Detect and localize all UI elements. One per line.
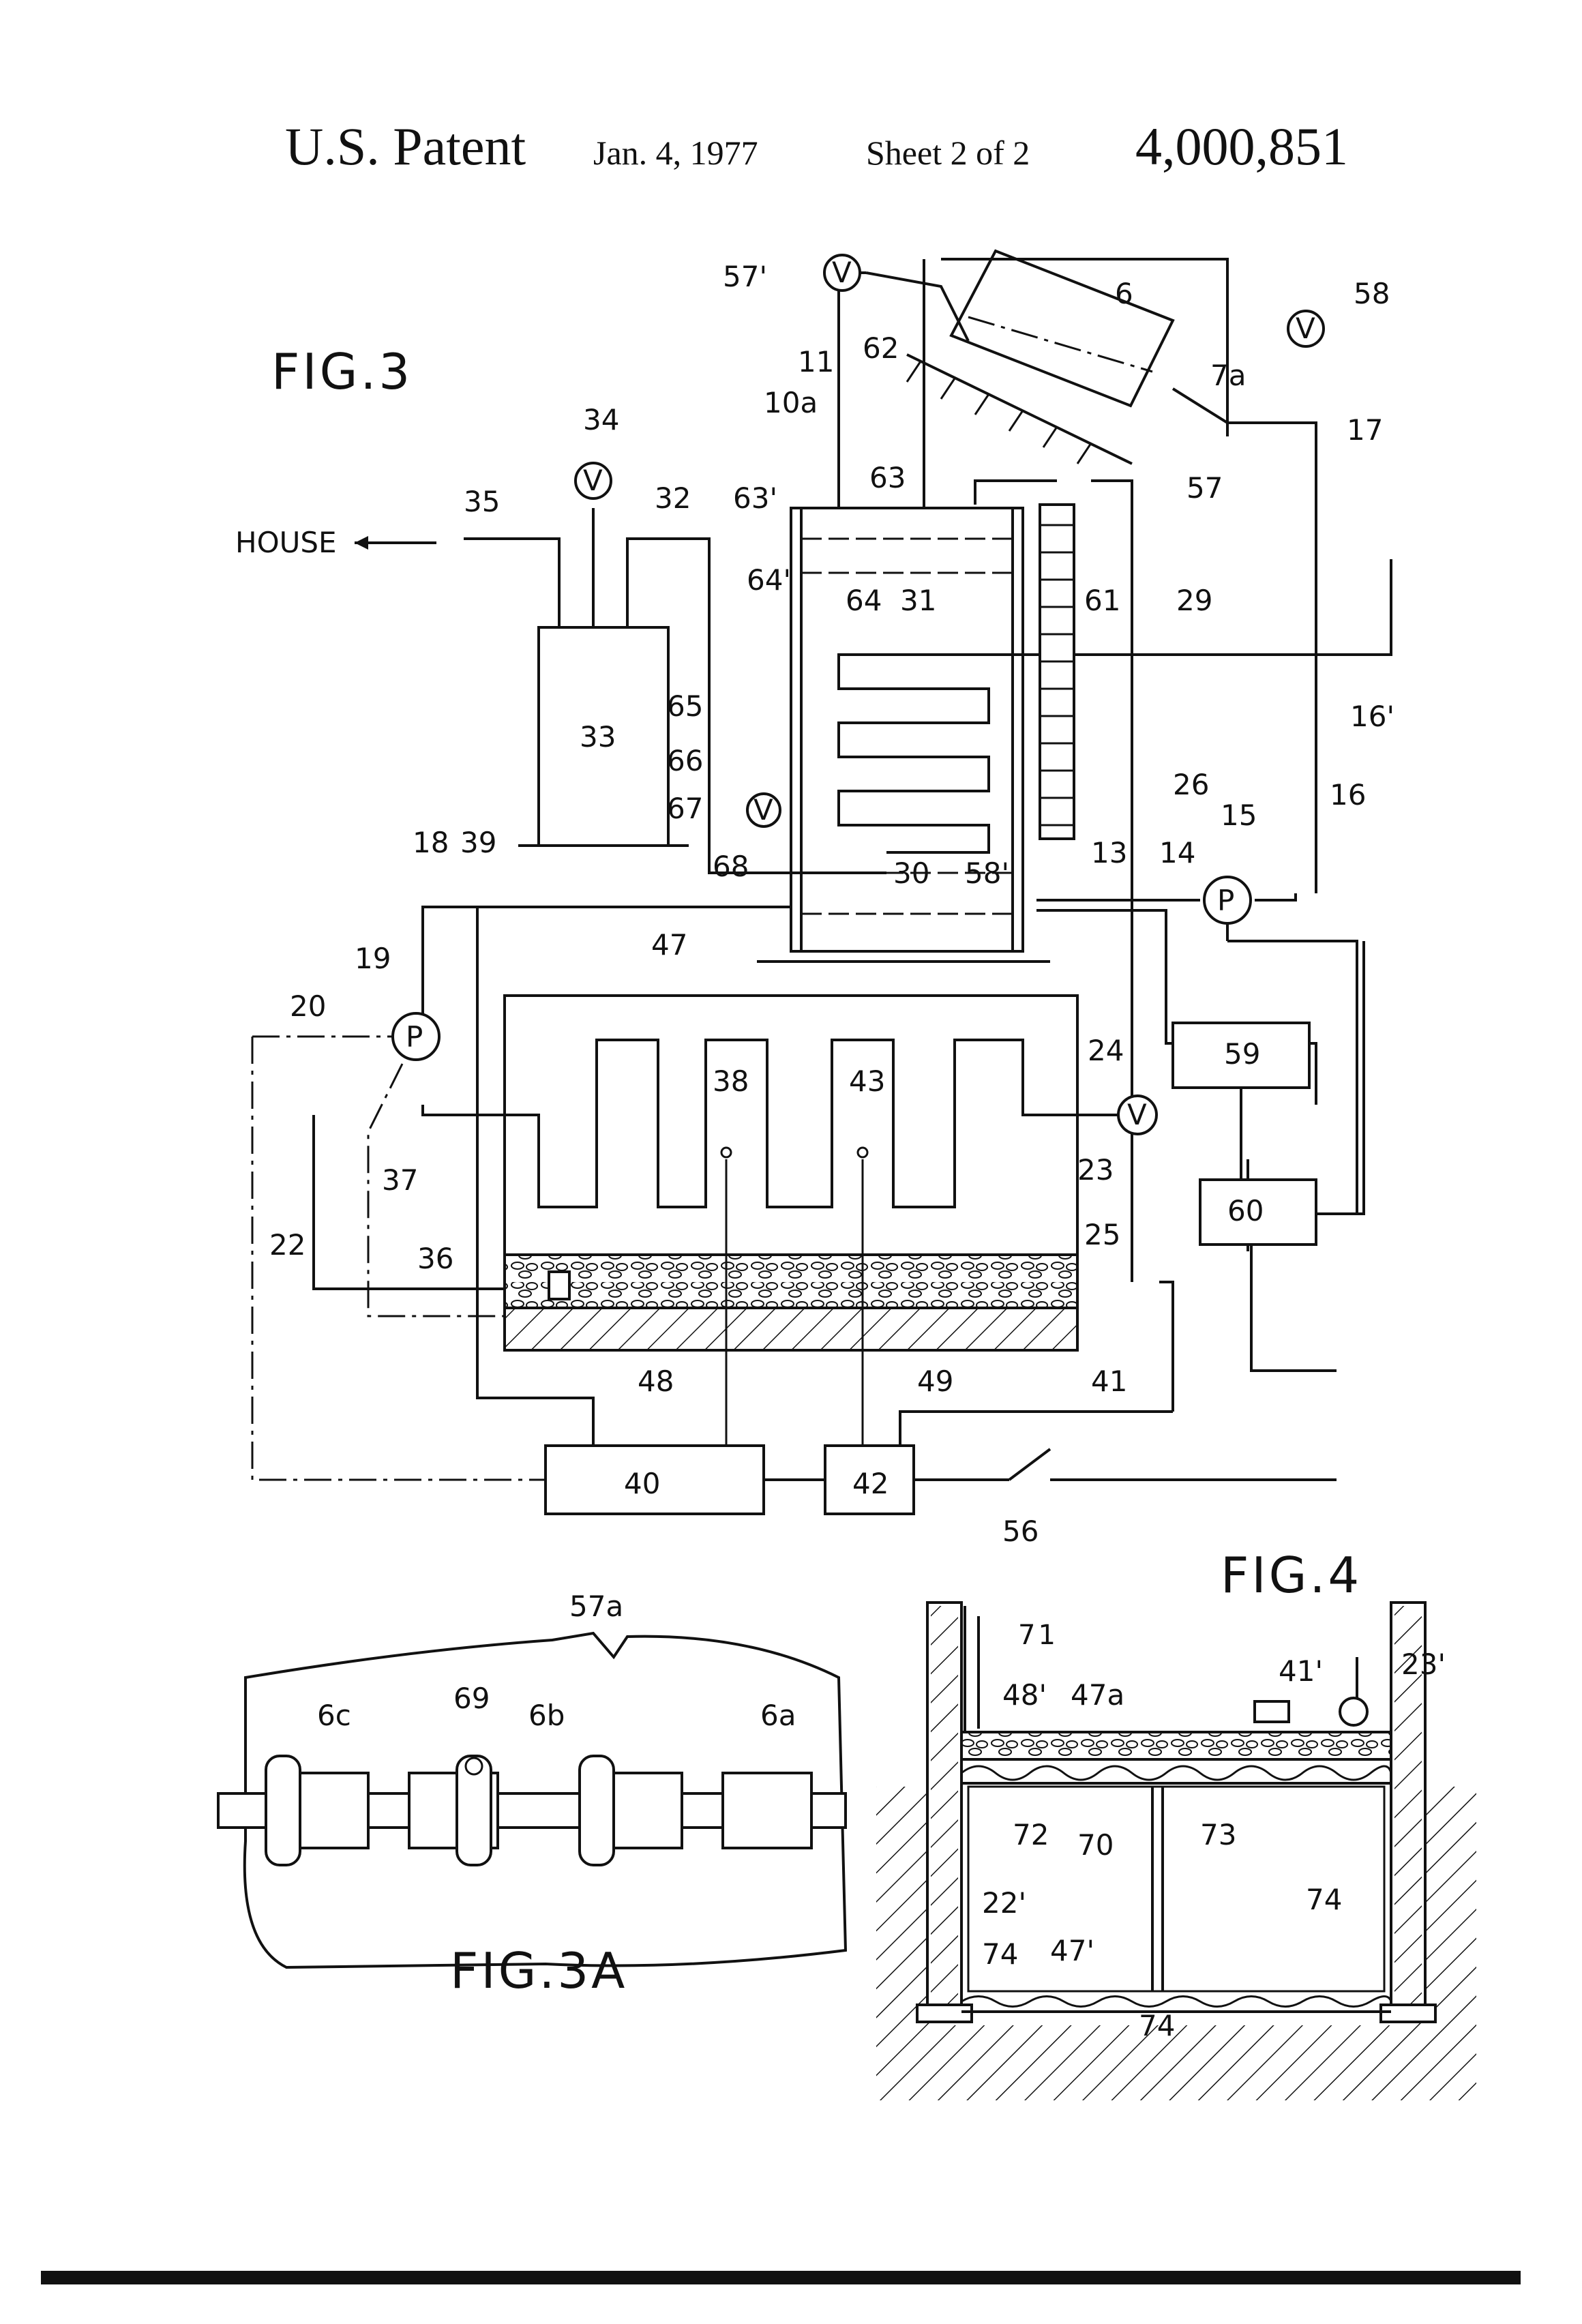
label-59: 59 (1224, 1037, 1260, 1071)
fig3-title: FIG.3 (271, 343, 413, 400)
label-6a: 6a (760, 1699, 796, 1732)
label-63p: 63' (733, 481, 777, 515)
label-70: 70 (1077, 1828, 1114, 1862)
label-house: HOUSE (235, 526, 337, 559)
label-74c: 74 (1139, 2009, 1175, 2042)
label-16p: 16' (1350, 700, 1394, 733)
label-24: 24 (1088, 1034, 1124, 1067)
label-29: 29 (1176, 584, 1212, 617)
fig4-building-section: 71 41' 23' 48' 47a 72 70 73 22' 74 47' 7… (876, 1603, 1476, 2100)
label-64: 64 (846, 584, 882, 617)
label-41: 41 (1091, 1365, 1127, 1398)
valve-34: V (576, 463, 611, 498)
label-16: 16 (1330, 778, 1366, 811)
fig3a-pipe-assembly: FIG.3A 57a 6c 69 6b 6a (218, 1590, 846, 1999)
label-7a: 7a (1210, 359, 1246, 392)
label-58p: 58' (965, 856, 1009, 890)
label-40: 40 (624, 1467, 660, 1500)
label-58: 58 (1354, 277, 1390, 310)
label-74b: 74 (982, 1937, 1018, 1971)
valve-57p: V (824, 255, 860, 290)
label-22: 22 (269, 1228, 305, 1262)
label-19: 19 (355, 942, 391, 975)
label-34: 34 (583, 403, 619, 436)
label-37: 37 (382, 1163, 418, 1197)
pump-19: P (393, 1013, 439, 1060)
label-57a: 57a (569, 1590, 623, 1623)
label-11: 11 (798, 345, 834, 378)
pump-14: P (1204, 877, 1251, 923)
switch-56 (1009, 1449, 1050, 1480)
heat-storage-bed (505, 996, 1118, 1446)
label-38: 38 (713, 1064, 749, 1098)
label-31: 31 (900, 584, 936, 617)
label-71: 71 (1018, 1620, 1058, 1651)
label-30: 30 (893, 856, 929, 890)
label-10a: 10a (764, 386, 818, 419)
label-62: 62 (863, 331, 899, 365)
label-57p: 57' (723, 260, 767, 293)
label-42: 42 (852, 1467, 889, 1500)
svg-text:V: V (583, 464, 603, 497)
valve-23: V (1118, 1096, 1156, 1134)
label-23p: 23' (1401, 1648, 1446, 1681)
label-47p: 47' (1050, 1934, 1094, 1967)
label-74a: 74 (1306, 1883, 1342, 1916)
label-20: 20 (290, 989, 326, 1023)
label-15: 15 (1221, 799, 1257, 832)
label-48: 48 (638, 1365, 674, 1398)
label-13: 13 (1091, 836, 1127, 869)
label-72: 72 (1013, 1818, 1049, 1851)
label-73: 73 (1200, 1818, 1236, 1851)
label-22p: 22' (982, 1886, 1026, 1920)
label-17: 17 (1347, 413, 1383, 447)
label-6c: 6c (317, 1699, 351, 1732)
svg-text:P: P (1217, 884, 1234, 917)
svg-text:P: P (406, 1020, 423, 1054)
label-41p: 41' (1279, 1654, 1323, 1688)
label-60: 60 (1227, 1194, 1264, 1227)
label-26: 26 (1173, 768, 1209, 801)
label-56: 56 (1002, 1515, 1039, 1548)
label-67: 67 (667, 792, 703, 825)
storage-tank (757, 505, 1132, 962)
valve-67: V (747, 793, 780, 826)
svg-text:V: V (753, 793, 773, 826)
label-39: 39 (460, 826, 496, 859)
svg-text:V: V (1127, 1098, 1147, 1131)
label-57: 57 (1186, 471, 1223, 505)
label-43: 43 (849, 1064, 885, 1098)
label-18: 18 (413, 826, 449, 859)
label-48p: 48' (1002, 1678, 1047, 1712)
label-63: 63 (869, 461, 906, 494)
label-32: 32 (655, 481, 691, 515)
label-47: 47 (651, 928, 687, 962)
label-25: 25 (1084, 1218, 1120, 1251)
label-47a: 47a (1071, 1678, 1124, 1712)
label-23: 23 (1077, 1153, 1114, 1187)
bottom-rule (41, 2271, 1521, 2284)
label-33: 33 (580, 720, 616, 754)
label-61: 61 (1084, 584, 1120, 617)
label-6b: 6b (528, 1699, 565, 1732)
label-65: 65 (667, 689, 703, 723)
label-69: 69 (453, 1682, 490, 1715)
label-14: 14 (1159, 836, 1195, 869)
svg-text:V: V (1296, 312, 1315, 345)
fig3a-title: FIG.3A (450, 1942, 627, 1999)
label-64p: 64' (747, 563, 791, 597)
label-6: 6 (1115, 277, 1133, 310)
label-66: 66 (667, 744, 703, 777)
fig4-title: FIG.4 (1221, 1547, 1362, 1604)
label-35: 35 (464, 485, 500, 518)
label-68: 68 (713, 850, 749, 883)
valve-58: V (1288, 311, 1324, 346)
svg-text:V: V (832, 256, 852, 289)
label-36: 36 (417, 1242, 453, 1275)
label-49: 49 (917, 1365, 953, 1398)
